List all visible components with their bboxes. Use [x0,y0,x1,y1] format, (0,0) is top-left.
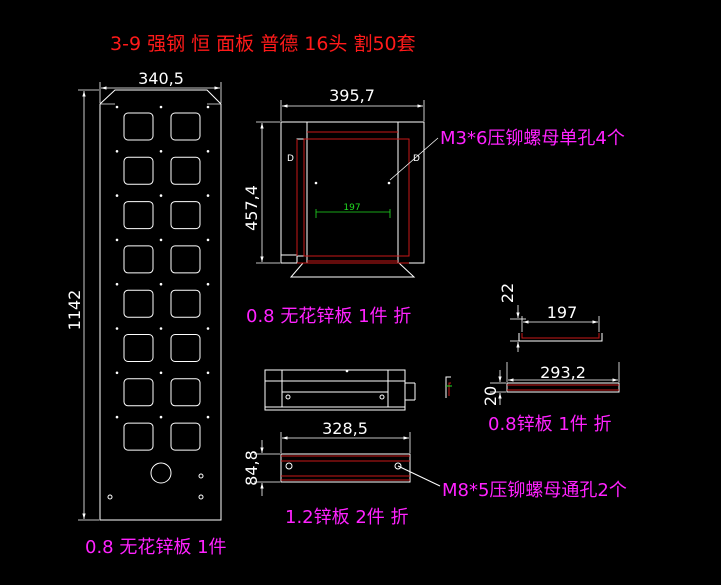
side-box-note: M3*6压铆螺母单孔4个 [440,128,625,149]
rail-height-dim: 84,8 [242,450,261,486]
profile-bracket-height-dim: 22 [498,283,517,303]
front-panel-slot [170,334,201,362]
front-panel-hole [115,327,119,330]
front-panel-slot [170,245,201,274]
front-panel-hole [159,238,163,242]
front-panel-slot [123,378,154,407]
rail-flat [280,453,441,487]
front-panel-slot [123,156,154,185]
front-panel-caption: 0.8 无花锌板 1件 [85,537,227,558]
front-panel-slot [170,289,201,318]
side-box-inner-dim: 197 [343,203,360,213]
front-panel-hole [206,327,210,330]
front-panel-hole [159,327,163,330]
front-panel-round-hole [150,462,172,484]
rail-caption: 1.2锌板 2件 折 [285,507,409,528]
rail-note: M8*5压铆螺母通孔2个 [442,480,627,501]
front-panel-hole [206,238,210,242]
front-panel-outline [99,89,222,521]
side-box-dimensions [256,100,439,264]
profile-bracket-section [518,333,603,342]
side-box-caption: 0.8 无花锌板 1件 折 [246,306,411,327]
front-panel-hole [115,150,119,153]
front-panel-slot [170,156,201,185]
profile-bracket-top-width-dim: 197 [547,303,578,322]
front-panel-slot [123,245,154,274]
front-panel-hole [206,150,210,153]
front-panel-holes [115,105,210,419]
front-panel-hole [115,194,119,197]
front-panel-width-dim: 340,5 [138,69,184,88]
rail-top-view [264,369,416,411]
front-panel-slot [123,112,154,141]
profile-bracket-bottom-height-dim: 20 [481,386,500,406]
front-panel-hole [159,105,163,109]
front-panel-hole [206,282,210,286]
front-panel-hole [206,371,210,375]
front-panel-slot [170,201,201,230]
front-panel-hole [206,415,210,419]
front-panel-slot [123,334,154,362]
side-box-height-dim: 457,4 [242,185,261,231]
front-panel-hole [206,105,210,109]
front-panel-slot [170,422,201,451]
front-panel-slot [123,289,154,318]
profile-bracket-flat [506,382,620,393]
front-panel-dimensions [78,82,222,521]
front-panel-hole [115,282,119,286]
profile-bracket-caption: 0.8锌板 1件 折 [488,414,612,435]
front-panel-height-dim: 1142 [65,290,84,331]
drawing-title: 3-9 强钢 恒 面板 普德 16头 割50套 [110,33,416,55]
front-panel-slot [123,422,154,451]
side-box-fold-mark-right: D [413,154,420,164]
profile-bracket-flat-dimensions [490,362,620,405]
front-panel-hole [159,282,163,286]
side-box [280,121,425,278]
front-panel-slots [123,112,201,451]
front-panel-hole [115,105,119,109]
rail-dimensions [254,432,411,496]
front-panel-slot [123,201,154,230]
front-panel-hole [115,371,119,375]
front-panel-slot [170,112,201,141]
front-panel-hole [159,371,163,375]
rail-end-profile [445,376,452,398]
rail-width-dim: 328,5 [322,419,368,438]
front-panel-slot [170,378,201,407]
front-panel-hole [159,415,163,419]
profile-bracket-bottom-width-dim: 293,2 [540,363,586,382]
front-panel-hole [115,238,119,242]
side-box-fold-mark-left: D [287,154,294,164]
front-panel-hole [159,150,163,153]
front-panel [99,89,222,521]
front-panel-hole [159,194,163,197]
profile-bracket-dimensions [510,305,600,352]
front-panel-hole [206,194,210,197]
front-panel-hole [115,415,119,419]
side-box-width-dim: 395,7 [329,86,375,105]
